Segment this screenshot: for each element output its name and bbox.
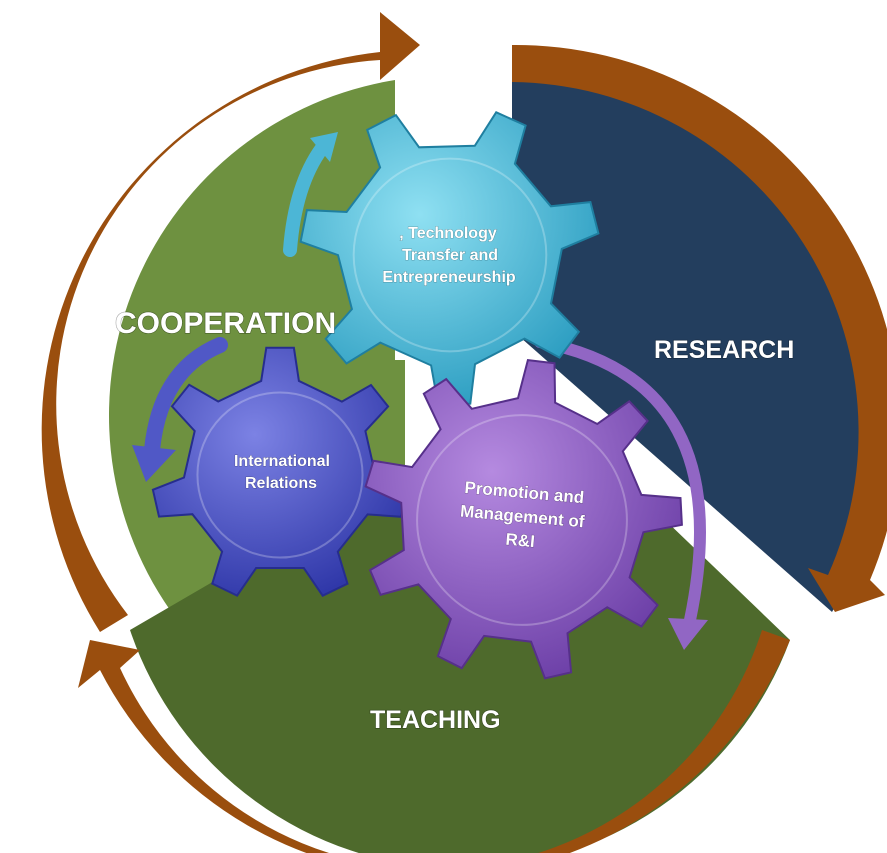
international-relations-gear — [151, 346, 409, 597]
outer-arrow-research — [512, 44, 887, 612]
svg-text:Entrepreneurship: Entrepreneurship — [382, 269, 516, 286]
svg-text:Transfer and: Transfer and — [402, 247, 498, 264]
svg-text:Relations: Relations — [245, 475, 317, 492]
cooperation-label: COOPERATION — [115, 307, 336, 340]
technology-transfer-gear — [299, 111, 600, 406]
inner-arrow-promotion-head — [668, 618, 708, 650]
svg-text:R&I: R&I — [505, 530, 536, 551]
gear-intl-body — [151, 346, 409, 597]
inner-arrow-technology — [283, 141, 329, 257]
inner-arrow-international-head — [132, 445, 176, 482]
inner-arrow-promotion — [534, 336, 706, 626]
gear-intl-hub-ring — [196, 391, 364, 559]
outer-arrow-cooperation — [41, 12, 421, 632]
gear-tech-hub-ring — [352, 157, 548, 353]
gear-prom-hub-ring — [416, 414, 628, 626]
svg-text:International: International — [234, 453, 330, 470]
inner-arrow-technology-head — [310, 132, 338, 162]
promotion-management-gear — [364, 359, 683, 680]
international-relations-label: International Relations — [234, 453, 331, 493]
teaching-label: TEACHING — [370, 706, 501, 734]
technology-transfer-label: , Technology Transfer and Entrepreneursh… — [382, 225, 516, 287]
svg-text:, Technology: , Technology — [399, 225, 497, 242]
gear-prom-body — [364, 359, 683, 680]
inner-arrow-international — [144, 337, 228, 458]
research-label: RESEARCH — [654, 336, 794, 364]
